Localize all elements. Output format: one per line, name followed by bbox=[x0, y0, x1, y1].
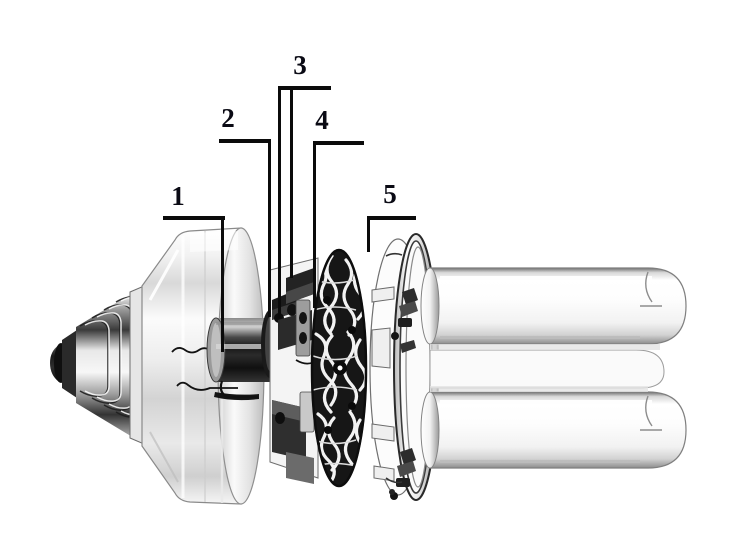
driver-board-component bbox=[272, 391, 315, 484]
callout-leader-stem-3a bbox=[278, 86, 281, 318]
circular-pcb bbox=[310, 248, 368, 488]
e27-screw-base bbox=[50, 285, 146, 445]
callout-leader-bar-1 bbox=[163, 216, 225, 220]
tube-contact-pins bbox=[390, 288, 418, 500]
callout-leader-stem-1 bbox=[221, 216, 224, 352]
fluorescent-tubes bbox=[420, 267, 687, 469]
callout-leader-stem-2 bbox=[268, 139, 271, 317]
callout-label-5: 5 bbox=[383, 179, 397, 209]
callout-label-4: 4 bbox=[315, 105, 329, 135]
driver-board-assembly bbox=[269, 257, 319, 484]
callout-leader-bar-3 bbox=[278, 86, 331, 90]
callout-leader-stem-4 bbox=[313, 141, 316, 308]
internal-wiring bbox=[171, 347, 245, 391]
callout-leader-bar-5 bbox=[367, 216, 416, 220]
callout-label-2: 2 bbox=[221, 103, 235, 133]
callout-leader-stem-5 bbox=[367, 216, 370, 252]
callout-leader-bar-4 bbox=[313, 141, 364, 145]
callout-label-3: 3 bbox=[293, 50, 307, 80]
callout-leader-stem-3b bbox=[290, 86, 293, 278]
callout-leader-bar-2 bbox=[219, 139, 271, 143]
callout-label-1: 1 bbox=[171, 181, 185, 211]
